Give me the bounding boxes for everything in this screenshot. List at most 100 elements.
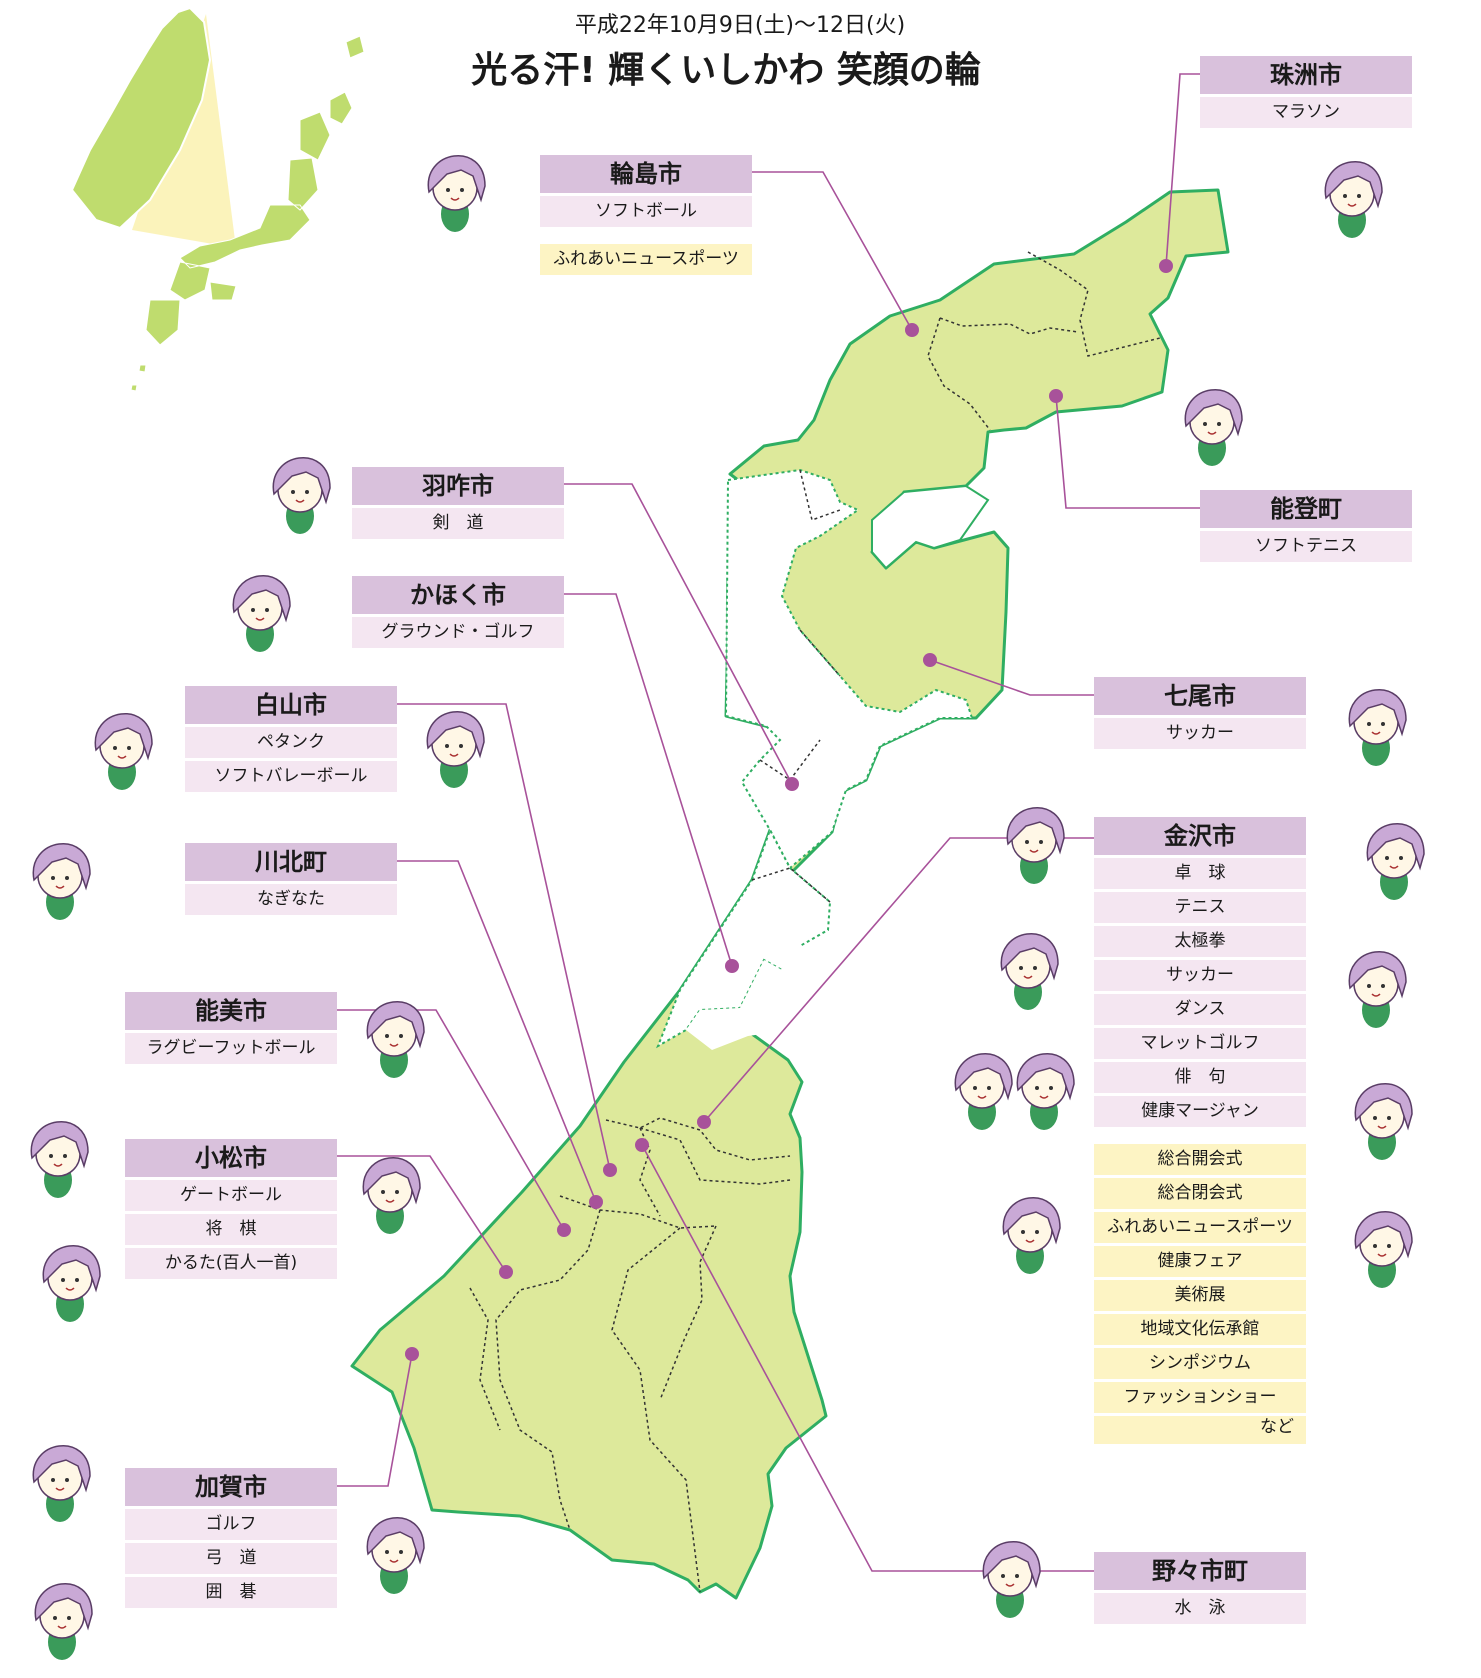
japan-inset-map	[70, 6, 365, 392]
event-label: 剣 道	[352, 508, 564, 542]
flag-icon	[1354, 1082, 1413, 1160]
leader-line-kahoku	[564, 593, 733, 967]
leader-line-kaga	[337, 1353, 413, 1487]
municipality-name: 羽咋市	[352, 467, 564, 508]
event-label: ゲートボール	[125, 1180, 337, 1214]
leader-line-kawakita	[397, 860, 597, 1203]
naginata-icon	[32, 842, 91, 920]
municipality-name: 金沢市	[1094, 817, 1306, 858]
leader-line-suzu	[1165, 73, 1200, 267]
non-venue-area-bay	[871, 484, 990, 570]
event-label-highlight: 総合開会式	[1094, 1144, 1306, 1178]
card-noto: 能登町 ソフトテニス	[1200, 490, 1412, 565]
event-label: 俳 句	[1094, 1062, 1306, 1096]
event-label: サッカー	[1094, 718, 1306, 752]
event-label: 弓 道	[125, 1543, 337, 1577]
municipal-boundaries	[469, 251, 1161, 1593]
event-label-highlight: 美術展	[1094, 1280, 1306, 1314]
event-label: サッカー	[1094, 960, 1306, 994]
leader-line-wajima	[752, 171, 913, 331]
venue-dot-hakusan	[603, 1163, 617, 1177]
venue-dot-wajima	[905, 323, 919, 337]
event-label: ペタンク	[185, 727, 397, 761]
municipality-name: 能美市	[125, 992, 337, 1033]
table-tennis-paddle-icon	[1006, 806, 1065, 884]
venue-dot-noto	[1049, 389, 1063, 403]
tennis-racket-icon	[1184, 388, 1243, 466]
karuta-cards-icon	[42, 1244, 101, 1322]
card-kaga: 加賀市 ゴルフ 弓 道 囲 碁	[125, 1468, 337, 1611]
card-nanao: 七尾市 サッカー	[1094, 677, 1306, 752]
venue-dot-nanao	[923, 653, 937, 667]
card-suzu: 珠洲市 マラソン	[1200, 56, 1412, 131]
event-label: ゴルフ	[125, 1509, 337, 1543]
kendo-sword-icon	[272, 456, 331, 534]
event-slogan: 光る汗! 輝くいしかわ 笑顔の輪	[471, 49, 981, 91]
event-date: 平成22年10月9日(土)〜12日(火)	[575, 13, 905, 38]
event-label: 太極拳	[1094, 926, 1306, 960]
shogi-board-icon	[34, 1582, 93, 1660]
tennis-racket-icon	[1366, 822, 1425, 900]
card-kahoku: かほく市 グラウンド・ゴルフ	[352, 576, 564, 651]
event-label: マラソン	[1200, 97, 1412, 131]
card-kanazawa: 金沢市 卓 球テニス太極拳サッカーダンスマレットゴルフ俳 句健康マージャン総合開…	[1094, 817, 1306, 1447]
venue-dots	[405, 259, 1173, 1361]
golf-club-icon	[232, 574, 291, 652]
event-label-highlight: 地域文化伝承館	[1094, 1314, 1306, 1348]
non-venue-area-south	[686, 912, 810, 1050]
event-label: テニス	[1094, 892, 1306, 926]
venue-dot-hakui	[785, 777, 799, 791]
municipality-name: 加賀市	[125, 1468, 337, 1509]
mascot-illustrations	[30, 154, 1425, 1660]
event-label-highlight: ファッションショー	[1094, 1382, 1306, 1416]
shogi-board-icon	[362, 1156, 421, 1234]
card-hakusan: 白山市 ペタンク ソフトバレーボール	[185, 686, 397, 795]
inset-noto-peninsula	[70, 6, 212, 230]
event-label: ソフトバレーボール	[185, 761, 397, 795]
event-label: グラウンド・ゴルフ	[352, 617, 564, 651]
venue-dot-kahoku	[725, 959, 739, 973]
gateball-hoop-icon	[30, 1120, 89, 1198]
event-label: かるた(百人一首)	[125, 1248, 337, 1282]
card-kawakita: 川北町 なぎなた	[185, 843, 397, 918]
venue-dot-kaga	[405, 1347, 419, 1361]
municipality-name: 野々市町	[1094, 1552, 1306, 1593]
municipality-name: 珠洲市	[1200, 56, 1412, 97]
mascot-icon	[1000, 932, 1059, 1010]
event-label: ラグビーフットボール	[125, 1033, 337, 1067]
soccer-ball-icon	[1348, 688, 1407, 766]
event-label: 健康マージャン	[1094, 1096, 1306, 1130]
event-label: ソフトボール	[540, 196, 752, 230]
event-label: なぎなた	[185, 884, 397, 918]
event-label-highlight: ふれあいニュースポーツ	[1094, 1212, 1306, 1246]
mascot-icon	[954, 1052, 1013, 1130]
event-label-highlight: 健康フェア	[1094, 1246, 1306, 1280]
municipality-name: 白山市	[185, 686, 397, 727]
mascot-icon	[1324, 160, 1383, 238]
event-label-highlight: シンポジウム	[1094, 1348, 1306, 1382]
event-label: 水 泳	[1094, 1593, 1306, 1627]
go-board-icon	[1354, 1210, 1413, 1288]
leader-lines	[337, 73, 1200, 1572]
softball-icon	[427, 154, 486, 232]
municipality-name: かほく市	[352, 576, 564, 617]
leader-line-nomi	[337, 1009, 565, 1231]
event-label-highlight: ふれあいニュースポーツ	[540, 244, 752, 278]
municipality-name: 能登町	[1200, 490, 1412, 531]
leader-line-hakui	[564, 483, 793, 785]
venue-dot-komatsu	[499, 1265, 513, 1279]
leader-line-komatsu	[337, 1155, 507, 1273]
municipality-name: 小松市	[125, 1139, 337, 1180]
archery-bow-icon	[366, 1516, 425, 1594]
card-komatsu: 小松市 ゲートボール 将 棋 かるた(百人一首)	[125, 1139, 337, 1282]
petanque-ball-icon	[94, 712, 153, 790]
beach-ball-icon	[426, 710, 485, 788]
event-label-highlight: など	[1094, 1416, 1306, 1447]
municipality-name: 輪島市	[540, 155, 752, 196]
mascot-icon	[1002, 1196, 1061, 1274]
event-label: マレットゴルフ	[1094, 1028, 1306, 1062]
venue-dot-nomi	[557, 1223, 571, 1237]
swimming-wave-icon	[982, 1540, 1041, 1618]
venue-dot-kawakita	[589, 1195, 603, 1209]
